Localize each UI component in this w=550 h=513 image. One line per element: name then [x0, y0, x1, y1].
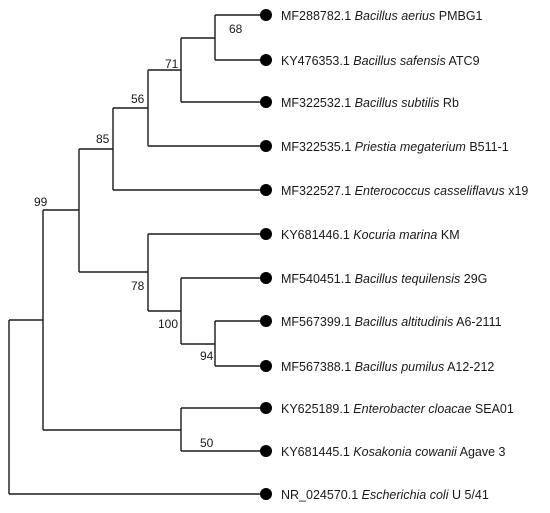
leaf-label: MF567399.1 Bacillus altitudinis A6-2111 [281, 315, 502, 329]
branch-clade-85 [112, 107, 262, 191]
leaf-label: MF322527.1 Enterococcus casseliflavus x1… [281, 184, 528, 198]
leaf-strain: ATC9 [449, 54, 480, 68]
leaf-species: Bacillus tequilensis [355, 272, 461, 286]
leaf-marker [260, 9, 272, 21]
bootstrap-label: 56 [131, 92, 145, 106]
leaf-strain: U 5/41 [452, 488, 489, 502]
leaf-tips: MF288782.1 Bacillus aerius PMBG1 KY47635… [260, 9, 528, 502]
leaf-marker [260, 360, 272, 372]
bootstrap-label: 94 [200, 349, 214, 363]
leaf-label: KY625189.1 Enterobacter cloacae SEA01 [281, 402, 514, 416]
leaf-strain: B511-1 [469, 140, 508, 154]
leaf-species: Bacillus pumilus [355, 360, 445, 374]
leaf-accession: MF540451.1 [281, 272, 351, 286]
leaf-accession: MF322527.1 [281, 184, 351, 198]
leaf-species: Enterobacter cloacae [353, 402, 471, 416]
leaf: MF322535.1 Priestia megaterium B511-1 [260, 140, 509, 154]
leaf-marker [260, 96, 272, 108]
bootstrap-label: 99 [34, 195, 48, 209]
branch-clade-56 [147, 69, 262, 147]
leaf-strain: A12-212 [447, 360, 494, 374]
leaf-strain: Agave 3 [460, 445, 506, 459]
leaf-marker [260, 445, 272, 457]
leaf-marker [260, 228, 272, 240]
leaf-species: Kosakonia cowanii [353, 445, 458, 459]
branch-root [8, 319, 262, 495]
leaf-accession: MF322532.1 [281, 96, 351, 110]
leaf: MF322527.1 Enterococcus casseliflavus x1… [260, 184, 528, 198]
branch-clade-94 [214, 320, 262, 367]
leaf-marker [260, 140, 272, 152]
tree-branches [8, 14, 262, 495]
leaf-label: KY681445.1 Kosakonia cowanii Agave 3 [281, 445, 506, 459]
leaf: MF567399.1 Bacillus altitudinis A6-2111 [260, 315, 502, 329]
bootstrap-values: 68 71 56 85 99 78 100 94 50 [34, 22, 243, 450]
leaf-strain: A6-2111 [456, 315, 501, 329]
leaf-strain: x19 [508, 184, 528, 198]
leaf-species: Priestia megaterium [355, 140, 466, 154]
leaf-marker [260, 54, 272, 66]
leaf-accession: MF567388.1 [281, 360, 351, 374]
leaf: MF322532.1 Bacillus subtilis Rb [260, 96, 459, 110]
bootstrap-label: 68 [229, 22, 243, 36]
leaf-species: Bacillus safensis [353, 54, 445, 68]
leaf-accession: NR_024570.1 [281, 488, 358, 502]
leaf-marker [260, 315, 272, 327]
branch-clade-71 [180, 37, 262, 103]
leaf: MF567388.1 Bacillus pumilus A12-212 [260, 360, 494, 374]
leaf-strain: Rb [443, 96, 459, 110]
leaf: MF540451.1 Bacillus tequilensis 29G [260, 272, 487, 286]
bootstrap-label: 71 [165, 57, 179, 71]
leaf: KY681446.1 Kocuria marina KM [260, 228, 460, 242]
bootstrap-label: 50 [200, 436, 214, 450]
leaf-accession: KY681446.1 [281, 228, 350, 242]
leaf-species: Bacillus aerius [355, 9, 436, 23]
leaf-label: KY681446.1 Kocuria marina KM [281, 228, 460, 242]
leaf-strain: SEA01 [475, 402, 514, 416]
leaf-accession: MF567399.1 [281, 315, 351, 329]
leaf: KY476353.1 Bacillus safensis ATC9 [260, 54, 480, 68]
bootstrap-label: 100 [158, 317, 178, 331]
leaf-marker [260, 272, 272, 284]
branch-clade-78 [147, 233, 262, 312]
leaf-label: MF322532.1 Bacillus subtilis Rb [281, 96, 459, 110]
leaf-strain: 29G [464, 272, 488, 286]
leaf-strain: KM [441, 228, 460, 242]
branch-clade-50 [180, 407, 262, 452]
leaf-label: MF567388.1 Bacillus pumilus A12-212 [281, 360, 494, 374]
bootstrap-label: 78 [131, 279, 145, 293]
leaf: KY681445.1 Kosakonia cowanii Agave 3 [260, 445, 506, 459]
leaf-marker [260, 184, 272, 196]
leaf-species: Enterococcus casseliflavus [355, 184, 505, 198]
leaf-species: Bacillus subtilis [355, 96, 440, 110]
leaf-label: MF322535.1 Priestia megaterium B511-1 [281, 140, 509, 154]
bootstrap-label: 85 [96, 132, 110, 146]
leaf-accession: MF322535.1 [281, 140, 351, 154]
leaf-species: Escherichia coli [362, 488, 450, 502]
leaf: NR_024570.1 Escherichia coli U 5/41 [260, 488, 489, 502]
leaf-accession: KY625189.1 [281, 402, 350, 416]
leaf-accession: MF288782.1 [281, 9, 351, 23]
leaf-label: KY476353.1 Bacillus safensis ATC9 [281, 54, 480, 68]
leaf-label: MF540451.1 Bacillus tequilensis 29G [281, 272, 487, 286]
leaf-strain: PMBG1 [439, 9, 483, 23]
leaf-marker [260, 402, 272, 414]
leaf-marker [260, 488, 272, 500]
branch-clade-100 [180, 277, 262, 345]
leaf: MF288782.1 Bacillus aerius PMBG1 [260, 9, 483, 23]
leaf-species: Kocuria marina [353, 228, 437, 242]
leaf-species: Bacillus altitudinis [355, 315, 454, 329]
leaf-label: NR_024570.1 Escherichia coli U 5/41 [281, 488, 489, 502]
leaf-accession: KY476353.1 [281, 54, 350, 68]
leaf: KY625189.1 Enterobacter cloacae SEA01 [260, 402, 514, 416]
leaf-accession: KY681445.1 [281, 445, 350, 459]
leaf-label: MF288782.1 Bacillus aerius PMBG1 [281, 9, 483, 23]
